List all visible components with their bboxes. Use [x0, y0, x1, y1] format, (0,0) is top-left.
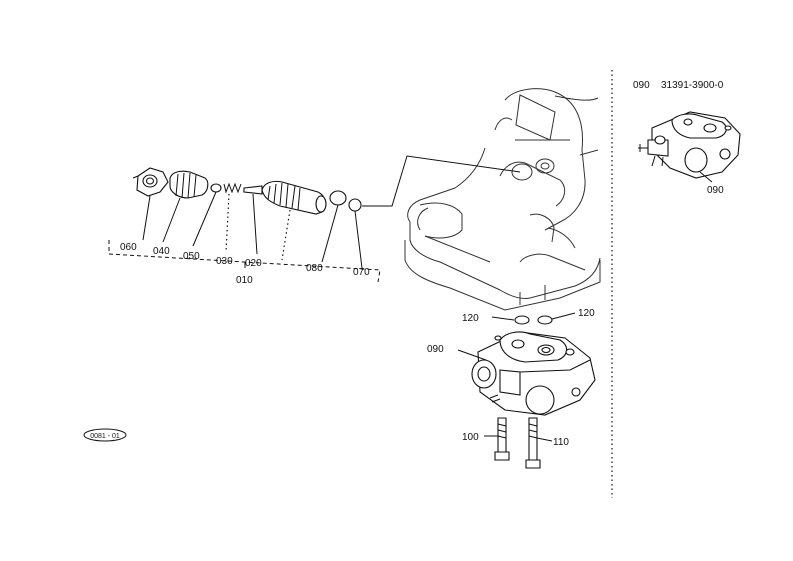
leader-assembly-to-housing: [362, 155, 521, 207]
part-070-oring: [348, 198, 362, 212]
part-060-nut: [132, 167, 169, 197]
footer-stamp: 0081 - 01: [83, 428, 127, 442]
label-070: 070: [353, 267, 370, 278]
label-080: 080: [306, 263, 323, 274]
label-110: 110: [553, 437, 569, 448]
inset-valve-body: [638, 111, 741, 179]
leader-090-inset: [699, 171, 713, 183]
leader-090-main: [457, 349, 487, 361]
part-120-oring-right: [537, 315, 553, 325]
leader-110: [536, 437, 553, 442]
inset-part-number: 31391-3900-0: [661, 80, 724, 91]
label-010: 010: [236, 275, 253, 286]
assembly-leaders: [142, 191, 363, 269]
housing-outline: [404, 88, 601, 311]
label-090-main: 090: [427, 344, 444, 355]
leader-120-left: [491, 316, 515, 321]
part-090-valve-body: [471, 331, 596, 416]
part-050-ring: [210, 183, 222, 193]
label-050: 050: [183, 251, 200, 262]
label-040: 040: [153, 246, 170, 257]
part-120-oring-left: [514, 315, 530, 325]
part-plug-body: [261, 180, 327, 215]
leader-120-right: [551, 312, 576, 320]
part-030-spring: [223, 182, 242, 194]
label-030: 030: [216, 256, 233, 267]
label-090-inset: 090: [707, 185, 724, 196]
part-020-poppet: [243, 185, 263, 195]
part-040-adjuster: [169, 170, 209, 199]
label-100: 100: [462, 432, 479, 443]
label-120-right: 120: [578, 308, 595, 319]
part-100-bolt: [494, 417, 510, 461]
valve-assembly: [132, 167, 362, 215]
label-060: 060: [120, 242, 137, 253]
footer-stamp-text: 0081 - 01: [90, 433, 120, 440]
label-120-left: 120: [462, 313, 479, 324]
label-020: 020: [245, 258, 262, 269]
inset-ref: 090: [633, 80, 650, 91]
part-110-bolt: [525, 417, 541, 469]
part-080-oring: [329, 190, 347, 206]
